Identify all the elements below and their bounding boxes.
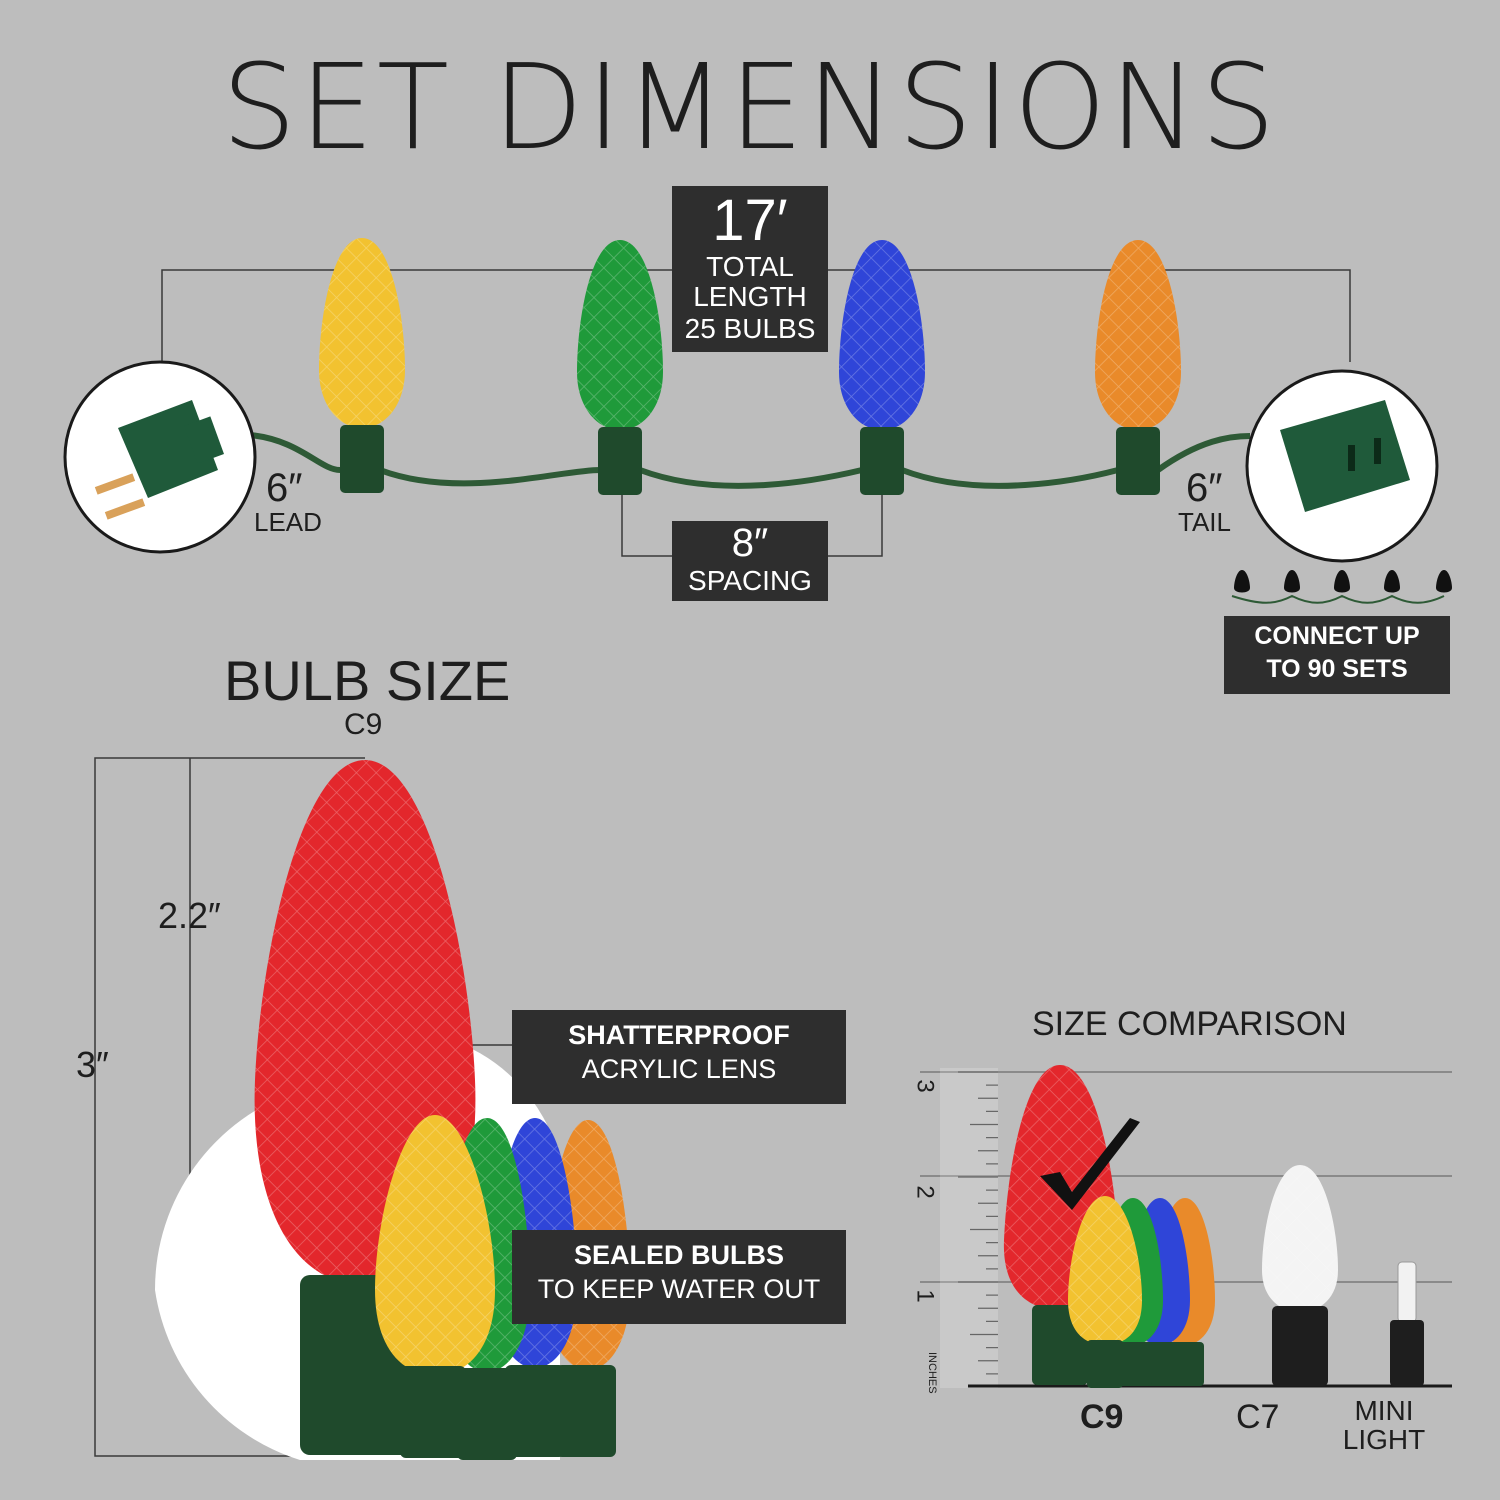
string-wire — [249, 432, 1251, 489]
bulb-yellow — [319, 238, 405, 493]
sealed-callout-bold: SEALED BULBS — [573, 1240, 784, 1270]
comparison-label-c7: C7 — [1236, 1398, 1280, 1436]
connect-sets-label: CONNECT UP TO 90 SETS — [1224, 616, 1450, 694]
mini-light-comparison-bulb — [1390, 1261, 1424, 1386]
connected-sets-icon — [1231, 570, 1452, 604]
bulb-orange — [1095, 240, 1181, 495]
c9-comparison-bulbs — [1003, 1065, 1215, 1388]
spacing-text: SPACING — [688, 565, 812, 596]
total-length-line2: LENGTH — [693, 281, 807, 312]
plug-icon — [63, 360, 257, 554]
mini-label-line1: MINI — [1354, 1395, 1414, 1426]
total-length-label: 17′ TOTAL LENGTH 25 BULBS — [672, 186, 828, 352]
spacing-label: 8″ SPACING — [672, 521, 828, 601]
lead-value: 6″ — [266, 466, 303, 510]
bulb-blue — [839, 240, 925, 495]
lens-callout-bold: SHATTERPROOF — [568, 1020, 790, 1050]
total-height-label: 3″ — [76, 1044, 109, 1085]
ruler-label-1: 1 — [911, 1289, 939, 1303]
total-length-value: 17′ — [712, 188, 788, 253]
tail-text: TAIL — [1178, 507, 1231, 537]
c7-comparison-bulb — [1262, 1165, 1338, 1386]
bulb-size-type: C9 — [344, 708, 383, 741]
ruler-label-3: 3 — [911, 1079, 939, 1093]
connect-line1: CONNECT UP — [1254, 622, 1420, 650]
string-bulbs — [319, 238, 1181, 495]
comparison-label-c9: C9 — [1080, 1398, 1124, 1436]
spacing-value: 8″ — [731, 521, 769, 565]
sealed-callout-text: TO KEEP WATER OUT — [537, 1274, 821, 1304]
dimension-lines — [161, 269, 1351, 557]
sealed-callout: SEALED BULBS TO KEEP WATER OUT — [512, 1230, 846, 1324]
mini-label-line2: LIGHT — [1342, 1424, 1426, 1455]
socket-icon — [1245, 369, 1439, 563]
lens-height-label: 2.2″ — [158, 895, 221, 936]
ruler-label-2: 2 — [911, 1185, 939, 1199]
ruler — [940, 1068, 998, 1388]
lens-callout-text: ACRYLIC LENS — [581, 1054, 777, 1084]
total-length-line1: TOTAL — [706, 251, 794, 282]
bulb-green — [577, 240, 663, 495]
comparison-label-mini: MINI LIGHT — [1340, 1396, 1428, 1454]
lead-text: LEAD — [254, 507, 322, 537]
size-comparison-panel — [920, 1065, 1452, 1388]
bulb-size-title: BULB SIZE — [224, 649, 511, 712]
ruler-label-units: INCHES — [926, 1352, 938, 1394]
comparison-title: SIZE COMPARISON — [1032, 1005, 1347, 1043]
checkmark-icon — [1040, 1118, 1140, 1210]
lens-callout: SHATTERPROOF ACRYLIC LENS — [512, 1010, 846, 1104]
page-title: SET DIMENSIONS — [221, 38, 1279, 176]
connect-line2: TO 90 SETS — [1266, 655, 1408, 683]
total-length-line3: 25 BULBS — [684, 313, 816, 344]
tail-value: 6″ — [1186, 466, 1223, 510]
